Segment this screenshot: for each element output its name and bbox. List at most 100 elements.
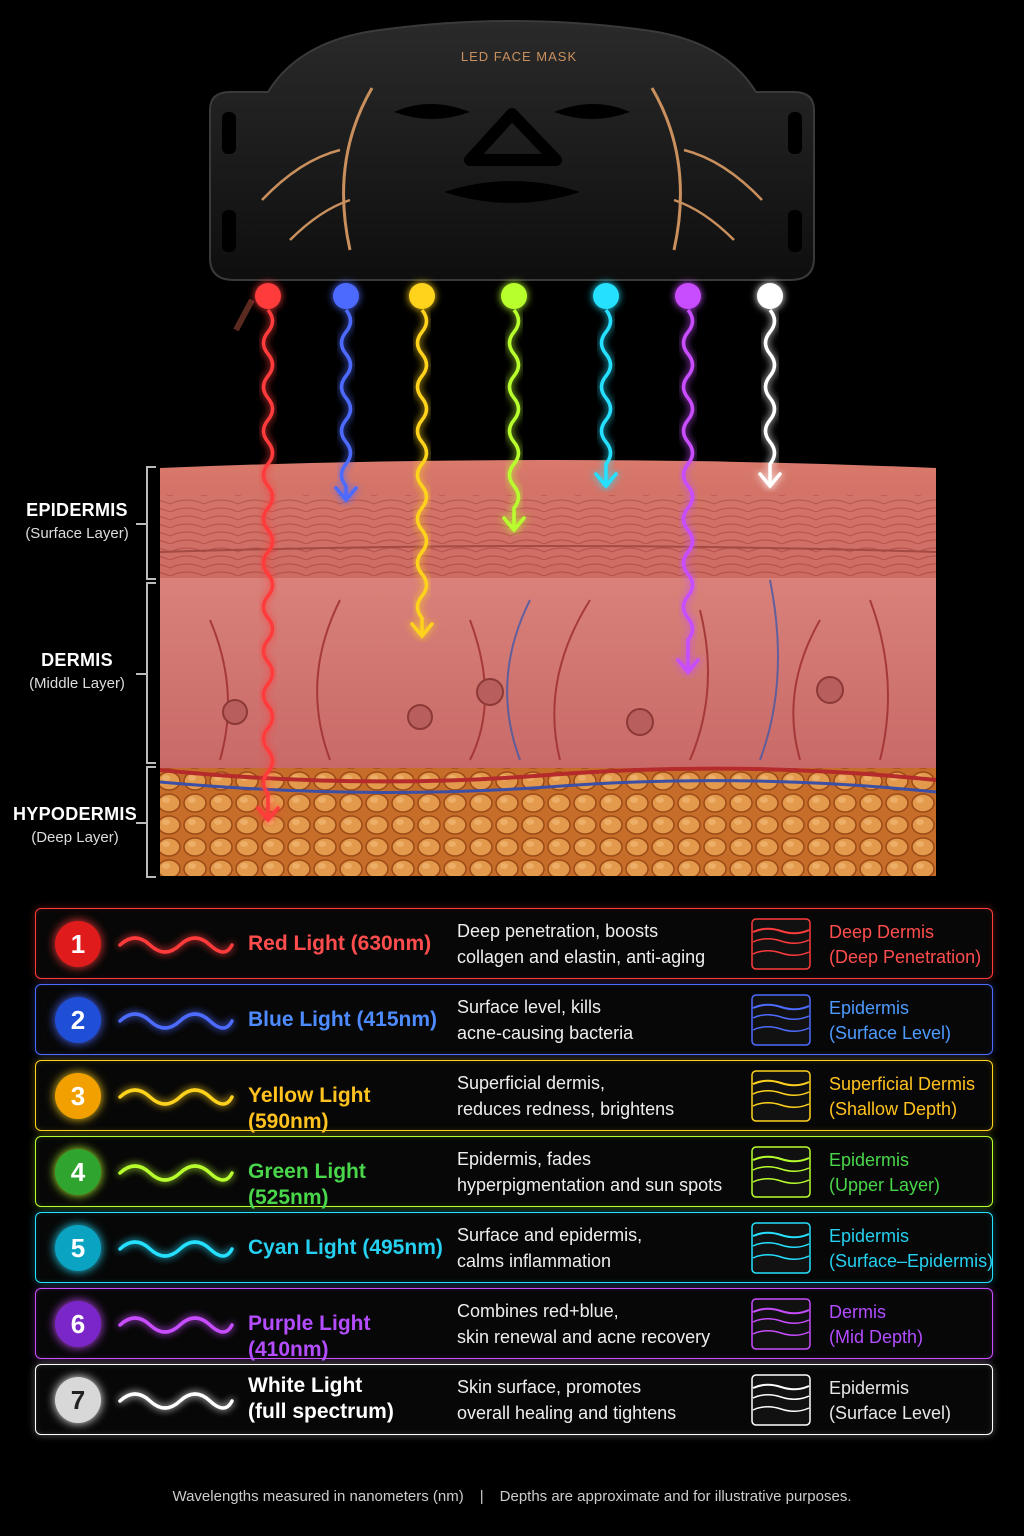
light-number-badge: 1 [55,921,101,967]
light-name-line: Cyan Light (495nm) [248,1236,443,1259]
desc-line: Combines red+blue, [457,1301,619,1321]
desc-line: Surface and epidermis, [457,1225,643,1245]
light-name-line: Red Light (630nm) [248,932,432,955]
depth-label: Superficial Dermis (Shallow Depth) [829,1072,999,1122]
desc-line: acne-causing bacteria [457,1023,634,1043]
desc-line: reduces redness, brightens [457,1099,675,1119]
skin-depth-icon [751,918,811,970]
light-name-line: White Light [248,1374,363,1397]
legend-row: 5 Cyan Light (495nm) Surface and epiderm… [35,1212,993,1283]
skin-depth-icon [751,1222,811,1274]
legend-row: 7 White Light (full spectrum) Skin surfa… [35,1364,993,1435]
depth-line: Deep Dermis [829,922,935,942]
desc-line: Skin surface, promotes [457,1377,642,1397]
skin-depth-icon [751,994,811,1046]
desc-line: collagen and elastin, anti-aging [457,947,706,967]
layer-sub: (Deep Layer) [31,829,119,846]
layer-sub: (Surface Layer) [25,525,129,542]
light-name-line: Yellow Light (590nm) [248,1084,371,1133]
layer-name: HYPODERMIS [12,804,138,824]
skin-depth-icon [751,1374,811,1426]
light-description: Superficial dermis, reduces redness, bri… [457,1070,757,1122]
wave-icon [118,1012,234,1030]
light-name-line: Purple Light (410nm) [248,1312,371,1361]
wave-icon [118,1240,234,1258]
light-number-badge: 4 [55,1149,101,1195]
light-beam [339,308,353,500]
depth-line: (Upper Layer) [829,1175,941,1195]
light-name: White Light (full spectrum) [248,1373,448,1425]
led-emitter [593,283,619,309]
light-beam [599,308,613,486]
desc-line: skin renewal and acne recovery [457,1327,711,1347]
footnote-left: Wavelengths measured in nanometers (nm) [172,1488,464,1505]
skin-depth-icon [751,1070,811,1122]
legend-row: 1 Red Light (630nm) Deep penetration, bo… [35,908,993,979]
footnote-divider: | [479,1488,484,1505]
led-emitter [501,283,527,309]
footnote: Wavelengths measured in nanometers (nm) |… [0,1488,1024,1505]
led-emitter [757,283,783,309]
depth-line: (Deep Penetration) [829,947,982,967]
depth-line: Epidermis [829,1150,910,1170]
light-name: Green Light (525nm) [248,1159,448,1211]
light-beam [507,308,521,530]
depth-line: Epidermis [829,1378,910,1398]
depth-label: Epidermis (Surface–Epidermis) [829,1224,999,1274]
diagram-canvas: LED FACE MASK [159,20,937,876]
mask-label: LED FACE MASK [461,49,577,64]
led-emitter [409,283,435,309]
light-name-line: Blue Light (415nm) [248,1008,438,1031]
light-beam [681,308,695,672]
layer-label-hypodermis: HYPODERMIS (Deep Layer) [0,804,150,846]
beam-arrowhead [256,806,280,823]
beam-arrowhead [594,472,618,489]
depth-line: Superficial Dermis [829,1074,976,1094]
epidermis-bracket [136,466,156,580]
light-beam [261,308,275,820]
light-number-badge: 7 [55,1377,101,1423]
light-number-badge: 6 [55,1301,101,1347]
skin-depth-icon [751,1298,811,1350]
light-beam [763,308,777,486]
wave-icon [118,1164,234,1182]
legend-row: 2 Blue Light (415nm) Surface level, kill… [35,984,993,1055]
depth-line: (Surface Level) [829,1403,952,1423]
layer-label-dermis: DERMIS (Middle Layer) [2,650,152,692]
skin-depth-icon [751,1146,811,1198]
depth-line: Dermis [829,1302,886,1322]
layer-label-epidermis: EPIDERMIS (Surface Layer) [2,500,152,542]
light-name-line: (full spectrum) [248,1400,394,1423]
depth-label: Epidermis (Upper Layer) [829,1148,999,1198]
light-name: Yellow Light (590nm) [248,1083,448,1135]
beam-arrowhead [502,516,526,533]
light-description: Deep penetration, boosts collagen and el… [457,918,757,970]
depth-label: Epidermis (Surface Level) [829,1376,999,1426]
desc-line: hyperpigmentation and sun spots [457,1175,723,1195]
legend-row: 4 Green Light (525nm) Epidermis, fades h… [35,1136,993,1209]
beam-arrowhead [676,658,700,675]
desc-line: Superficial dermis, [457,1073,606,1093]
beam-arrowhead [410,622,434,639]
legend-row: 6 Purple Light (410nm) Combines red+blue… [35,1288,993,1361]
depth-line: (Mid Depth) [829,1327,924,1347]
depth-line: Epidermis [829,1226,910,1246]
footnote-right: Depths are approximate and for illustrat… [499,1488,852,1505]
depth-line: (Shallow Depth) [829,1099,958,1119]
dermis-bracket [136,582,156,764]
depth-label: Epidermis (Surface Level) [829,996,999,1046]
skin-cross-section [159,460,937,876]
hypodermis-bracket [136,766,156,878]
wave-icon [118,1392,234,1410]
light-description: Combines red+blue, skin renewal and acne… [457,1298,757,1350]
wave-icon [118,1088,234,1106]
beam-arrowhead [758,472,782,489]
beam-arrowhead [334,486,358,503]
light-number-badge: 5 [55,1225,101,1271]
light-number-badge: 2 [55,997,101,1043]
desc-line: Epidermis, fades [457,1149,592,1169]
light-description: Surface and epidermis, calms inflammatio… [457,1222,757,1274]
wave-icon [118,1316,234,1334]
legend-row: 3 Yellow Light (590nm) Superficial dermi… [35,1060,993,1133]
skin-penetration-diagram: LED FACE MASK [0,20,937,878]
